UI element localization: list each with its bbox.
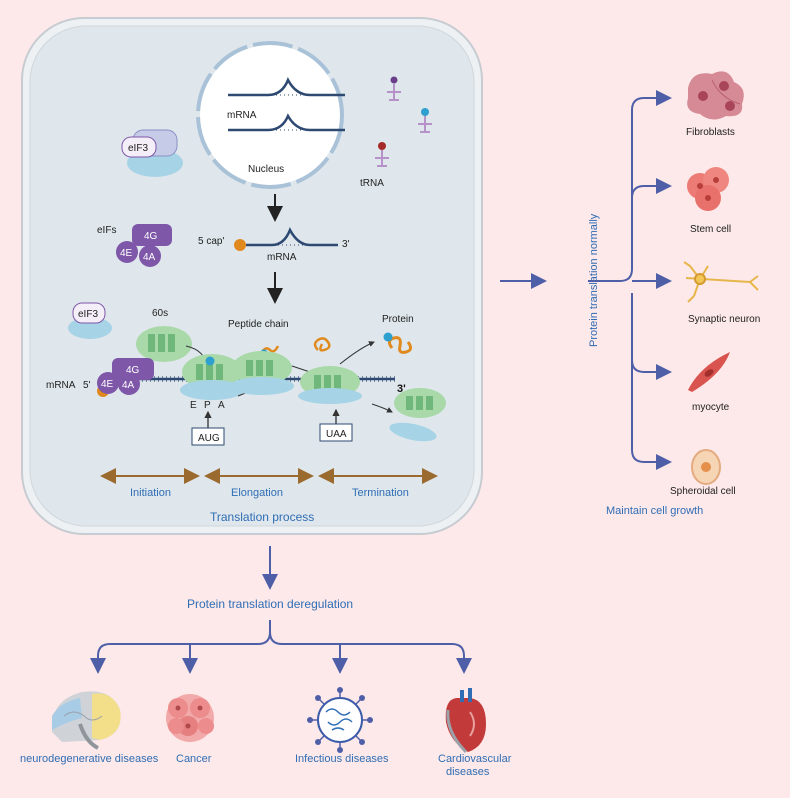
five-prime-label: 5' bbox=[83, 380, 91, 391]
eif3-label-lower: eIF3 bbox=[78, 309, 98, 320]
disease-cardiovascular: Cardiovascular bbox=[438, 753, 512, 765]
process-title: Translation process bbox=[210, 510, 314, 524]
trna-icons bbox=[375, 76, 432, 167]
eifs-complex bbox=[116, 224, 172, 267]
mrna-mid-label: mRNA bbox=[267, 252, 297, 263]
eif-4g-label: 4G bbox=[144, 231, 158, 242]
site-a-label: A bbox=[218, 400, 225, 411]
peptide-chain-label: Peptide chain bbox=[228, 319, 289, 330]
disease-cancer: Cancer bbox=[176, 753, 212, 765]
eif-4a-label: 4A bbox=[143, 252, 156, 263]
stem-cell-icon bbox=[687, 167, 729, 211]
stop-codon-box bbox=[319, 423, 353, 442]
spheroidal-cell-icon bbox=[691, 449, 721, 485]
protein-label: Protein bbox=[382, 314, 414, 325]
eif-4g-label-lower: 4G bbox=[126, 365, 140, 376]
cell-label-myocyte: myocyte bbox=[692, 402, 730, 413]
eif-4a-label-lower: 4A bbox=[122, 380, 135, 391]
disease-cardiovascular-2: diseases bbox=[446, 766, 490, 778]
subunit-60s-label: 60s bbox=[152, 308, 168, 319]
deregulation-title: Protein translation deregulation bbox=[187, 597, 353, 611]
virus-icon bbox=[307, 687, 373, 753]
synaptic-neuron-icon bbox=[683, 261, 759, 303]
mrna-row-label: mRNA bbox=[46, 380, 76, 391]
protein-product bbox=[383, 332, 413, 354]
cancer-icon bbox=[166, 694, 214, 742]
three-prime-bold-label: 3' bbox=[397, 383, 406, 395]
cap-label: 5 cap' bbox=[198, 236, 224, 247]
released-subunits bbox=[389, 388, 446, 442]
eif3-label-top: eIF3 bbox=[128, 143, 148, 154]
fibroblasts-icon bbox=[687, 71, 744, 120]
site-e-label: E bbox=[190, 400, 197, 411]
cell-label-spheroidal-cell: Spheroidal cell bbox=[670, 486, 736, 497]
start-codon-box bbox=[191, 427, 225, 446]
eifs-label: eIFs bbox=[97, 225, 116, 236]
myocyte-icon bbox=[688, 352, 730, 392]
nucleus bbox=[196, 41, 345, 189]
heart-icon bbox=[445, 688, 486, 754]
stage-elongation: Elongation bbox=[231, 487, 283, 499]
trna-label: tRNA bbox=[360, 178, 384, 189]
cell-label-stem-cell: Stem cell bbox=[690, 224, 731, 235]
mature-mrna bbox=[234, 227, 338, 251]
eif3-complex-top bbox=[121, 129, 183, 177]
disease-infectious: Infectious diseases bbox=[295, 753, 389, 765]
eif-4e-label: 4E bbox=[120, 248, 133, 259]
initiation-complex bbox=[97, 354, 244, 400]
disease-neurodegenerative: neurodegenerative diseases bbox=[20, 753, 159, 765]
elongation-ribosome bbox=[230, 345, 294, 395]
mrna-nucleus-label: mRNA bbox=[227, 110, 257, 121]
start-codon: AUG bbox=[198, 433, 220, 444]
normal-tree bbox=[588, 90, 672, 470]
cell-label-fibroblasts: Fibroblasts bbox=[686, 127, 735, 138]
subunit-60s bbox=[136, 326, 192, 362]
three-prime-label: 3' bbox=[342, 239, 350, 250]
nucleus-label: Nucleus bbox=[248, 164, 284, 175]
termination-ribosome bbox=[298, 337, 362, 404]
site-p-label: P bbox=[204, 400, 211, 411]
stage-initiation: Initiation bbox=[130, 487, 171, 499]
brain-icon bbox=[51, 691, 121, 750]
eif-4e-label-lower: 4E bbox=[101, 379, 114, 390]
normal-footer: Maintain cell growth bbox=[606, 505, 703, 517]
stage-termination: Termination bbox=[352, 487, 409, 499]
cell-label-synaptic-neuron: Synaptic neuron bbox=[688, 314, 760, 325]
deregulation-tree bbox=[90, 620, 472, 674]
stop-codon: UAA bbox=[326, 429, 347, 440]
eif3-complex-lower bbox=[68, 302, 112, 339]
